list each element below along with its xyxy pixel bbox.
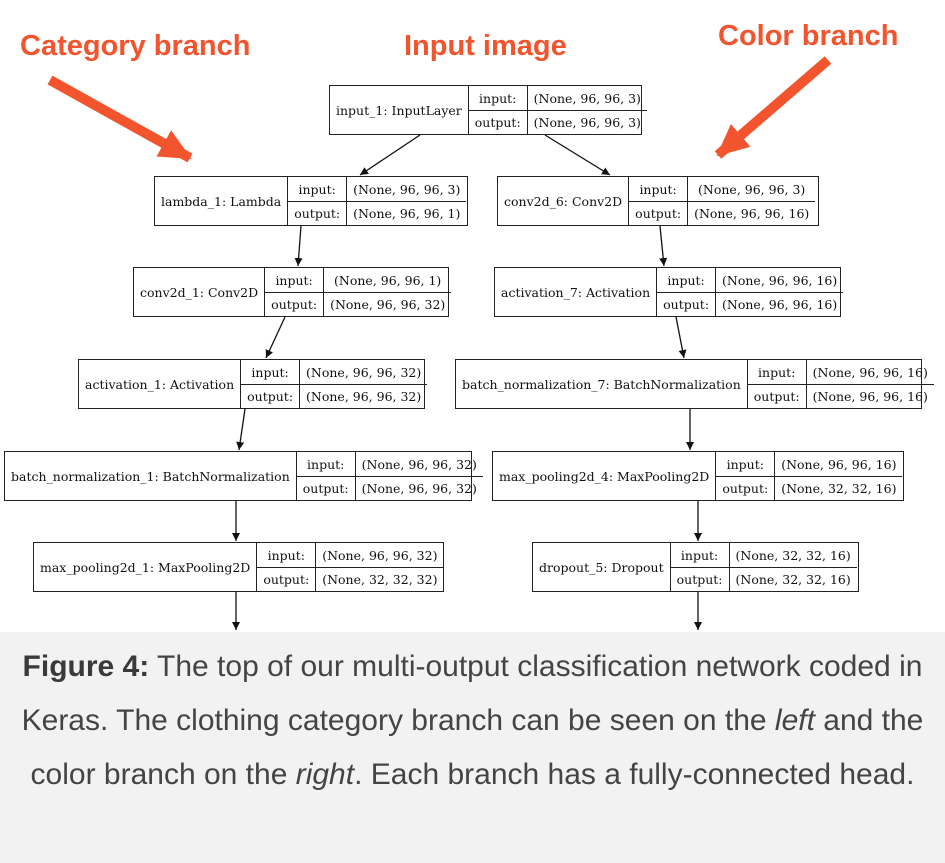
input-key: input: [716,452,775,477]
caption-right: right [295,758,355,791]
output-key: output: [676,571,723,587]
layer-name: batch_normalization_7: BatchNormalizatio… [456,360,748,408]
output-key: output: [271,296,318,312]
input-key: input: [257,543,316,568]
category-branch-arrow [47,75,193,163]
input-key: input: [296,452,355,477]
input-key: input: [747,360,806,385]
caption-text-2: and the color branch on the [30,704,924,791]
output-shape: (None, 32, 32, 32) [322,571,438,587]
caption-text-3: . Each branch has a fully-connected head… [354,758,915,791]
output-shape: (None, 96, 96, 16) [694,205,810,221]
edge-input-to-conv2d-6 [544,134,611,176]
edges-layer [47,56,832,630]
layer-node-maxpool-4: max_pooling2d_4: MaxPooling2D input: outp… [492,451,904,501]
edge-lambda-to-conv2d-1 [294,225,303,267]
layer-node-batchnorm-1: batch_normalization_1: BatchNormalizatio… [4,451,483,501]
layer-node-input: input_1: InputLayer input: output: (None,… [329,85,647,135]
figure-number: Figure 4: [22,650,150,683]
layer-node-activation-1: activation_1: Activation input: output: (… [78,359,428,409]
output-key: output: [753,388,800,404]
category-branch-label: Category branch [20,30,251,62]
layer-name: lambda_1: Lambda [155,177,289,225]
input-shape: (None, 96, 96, 16) [775,452,903,477]
layer-node-maxpool-1: max_pooling2d_1: MaxPooling2D input: outp… [33,542,444,592]
input-shape: (None, 96, 96, 3) [527,86,647,111]
input-shape: (None, 32, 32, 16) [729,543,857,568]
input-shape: (None, 96, 96, 32) [355,452,483,477]
caption-text-1: The top of our multi-output classificati… [21,650,923,737]
color-branch-arrow [714,56,832,159]
layer-node-batchnorm-7: batch_normalization_7: BatchNormalizatio… [455,359,934,409]
input-key: input: [288,177,347,202]
layer-name: input_1: InputLayer [330,86,469,134]
layer-node-activation-7: activation_7: Activation input: output: (… [494,267,844,317]
layer-name: conv2d_1: Conv2D [134,268,266,316]
output-shape: (None, 96, 96, 32) [361,480,477,496]
caption-left: left [774,704,815,737]
input-key: input: [265,268,324,293]
layer-node-conv2d-6: conv2d_6: Conv2D input: output: (None, 96… [497,176,819,226]
output-key: output: [722,480,769,496]
input-key: input: [657,268,716,293]
layer-node-conv2d-1: conv2d_1: Conv2D input: output: (None, 96… [133,267,452,317]
output-shape: (None, 96, 96, 1) [353,205,461,221]
input-shape: (None, 96, 96, 16) [716,268,844,293]
edge-conv2d-6-to-activation-7 [659,225,668,267]
output-key: output: [302,480,349,496]
output-shape: (None, 96, 96, 16) [722,296,838,312]
layer-node-dropout-5: dropout_5: Dropout input: output: (None, … [532,542,859,592]
output-key: output: [294,205,341,221]
output-key: output: [635,205,682,221]
diagram-canvas: Category branch Input image Color branch… [0,0,945,632]
output-key: output: [247,388,294,404]
input-shape: (None, 96, 96, 3) [688,177,816,202]
layer-name: batch_normalization_1: BatchNormalizatio… [5,452,297,500]
input-key: input: [629,177,688,202]
edge-conv2d-1-to-activation-1 [265,316,286,359]
edge-activation-7-to-batchnorm-7 [675,316,687,359]
output-key: output: [263,571,310,587]
input-shape: (None, 96, 96, 32) [300,360,428,385]
output-shape: (None, 96, 96, 3) [533,114,641,130]
edge-input-to-lambda [359,134,421,176]
color-branch-label: Color branch [718,20,899,52]
input-image-label: Input image [404,30,567,62]
input-key: input: [241,360,300,385]
output-shape: (None, 32, 32, 16) [781,480,897,496]
layer-name: conv2d_6: Conv2D [498,177,630,225]
input-shape: (None, 96, 96, 1) [324,268,452,293]
output-shape: (None, 96, 96, 32) [330,296,446,312]
output-shape: (None, 96, 96, 16) [812,388,928,404]
layer-name: max_pooling2d_1: MaxPooling2D [34,543,258,591]
layer-name: max_pooling2d_4: MaxPooling2D [493,452,717,500]
output-key: output: [663,296,710,312]
input-shape: (None, 96, 96, 3) [347,177,467,202]
input-key: input: [670,543,729,568]
output-key: output: [474,114,521,130]
layer-node-lambda: lambda_1: Lambda input: output: (None, 96… [154,176,468,226]
layer-name: dropout_5: Dropout [533,543,671,591]
input-shape: (None, 96, 96, 16) [806,360,934,385]
figure-caption: Figure 4: The top of our multi-output cl… [0,640,945,802]
input-key: input: [468,86,527,111]
layer-name: activation_1: Activation [79,360,242,408]
output-shape: (None, 32, 32, 16) [735,571,851,587]
edge-activation-1-to-batchnorm-1 [236,408,246,451]
layer-name: activation_7: Activation [495,268,658,316]
input-shape: (None, 96, 96, 32) [316,543,444,568]
output-shape: (None, 96, 96, 32) [306,388,422,404]
